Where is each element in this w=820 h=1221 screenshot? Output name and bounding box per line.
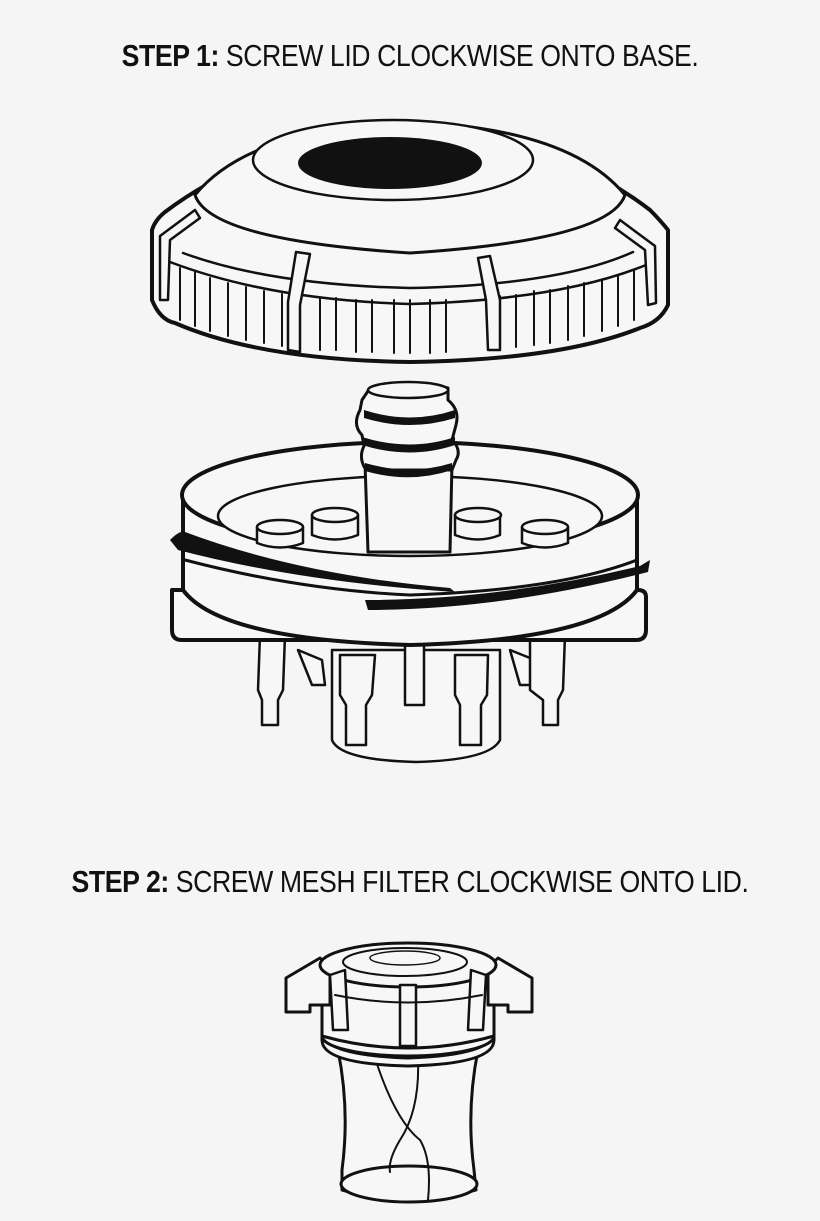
mesh-filter-icon: [284, 941, 534, 1204]
step-2-separator: :: [160, 864, 169, 899]
step-1-separator: :: [210, 38, 219, 73]
lid-icon: [150, 118, 670, 364]
step-1-instruction: SCREW LID CLOCKWISE ONTO BASE.: [218, 38, 699, 73]
step-1-label: STEP 1: [121, 38, 211, 73]
step-2-label: STEP 2: [71, 864, 161, 899]
step-1-heading: STEP 1: SCREW LID CLOCKWISE ONTO BASE.: [57, 38, 762, 74]
step-2-instruction: SCREW MESH FILTER CLOCKWISE ONTO LID.: [168, 864, 749, 899]
base-icon: [170, 380, 650, 764]
step-2-heading: STEP 2: SCREW MESH FILTER CLOCKWISE ONTO…: [57, 864, 762, 900]
